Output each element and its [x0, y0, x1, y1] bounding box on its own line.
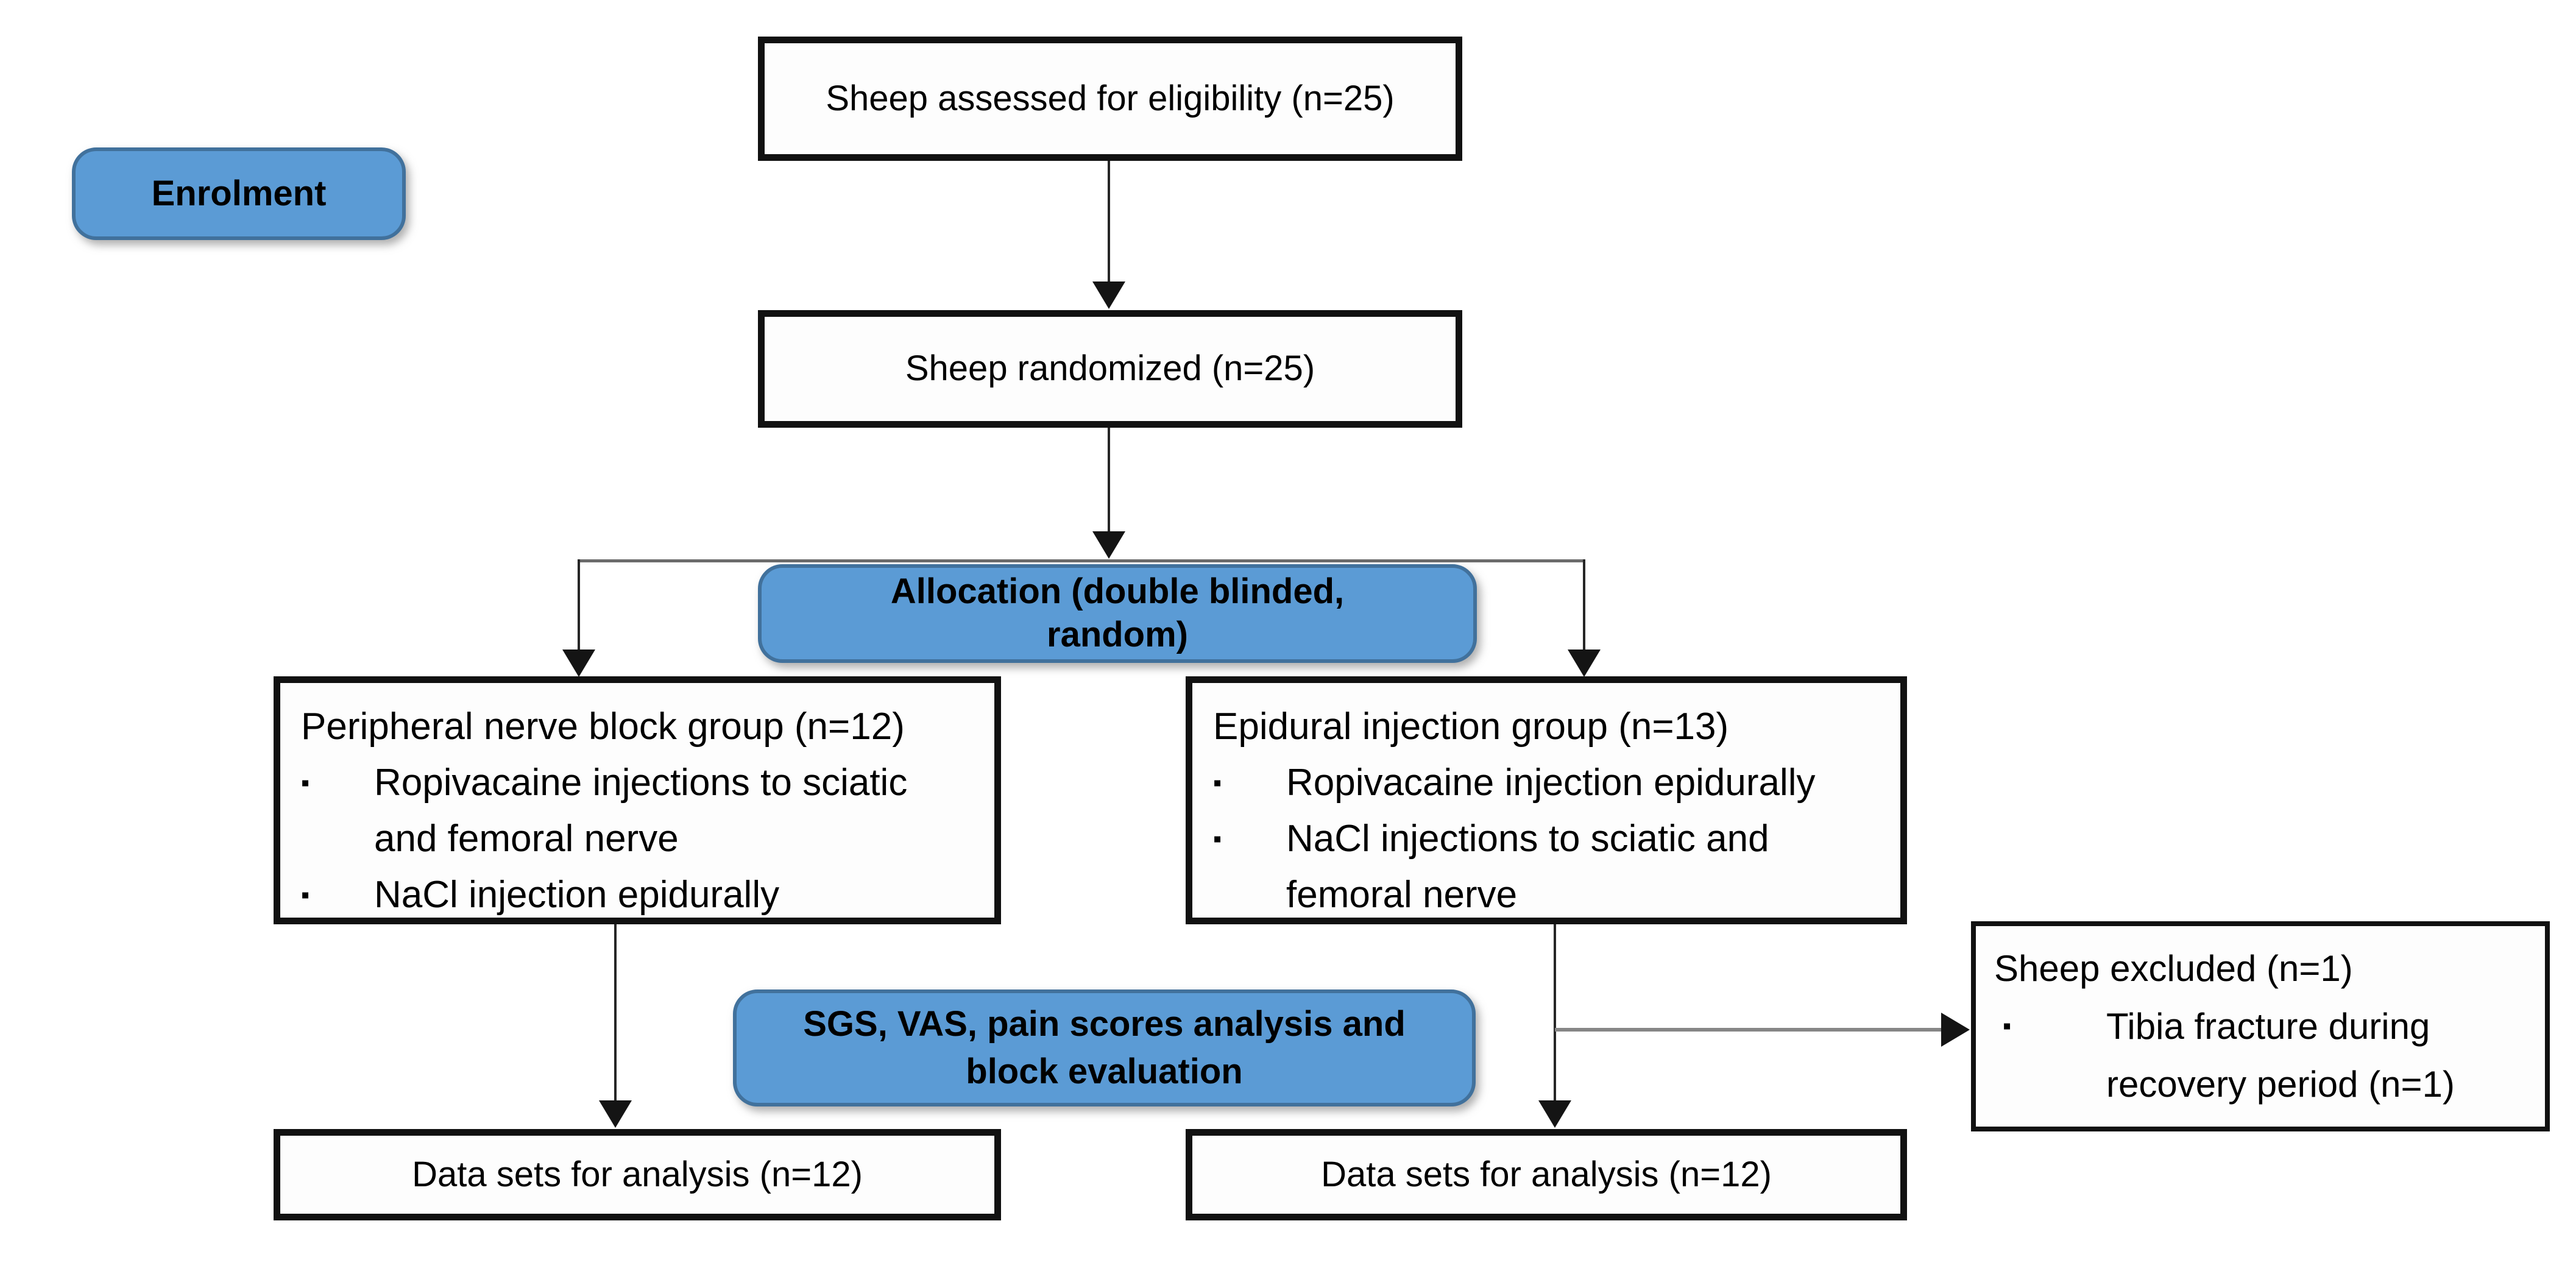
arrowhead-into-excluded: [1941, 1013, 1970, 1047]
arrow-line-assessed-to-randomized: [1108, 161, 1110, 283]
peripheral-bullet-2: ▪ NaCl injection epidurally: [301, 867, 974, 923]
epidural-bullet-1: ▪ Ropivacaine injection epidurally: [1213, 755, 1880, 811]
epidural-group-title: Epidural injection group (n=13): [1213, 706, 1729, 748]
bullet-square-icon: ▪: [1213, 770, 1222, 796]
assessed-text: Sheep assessed for eligibility (n=25): [826, 78, 1395, 118]
excluded-bullet-1-text: Tibia fracture during recovery period (n…: [2106, 1006, 2455, 1105]
branch-left-line: [578, 559, 580, 651]
randomized-text: Sheep randomized (n=25): [905, 349, 1315, 389]
exclusion-line: [1555, 1028, 1941, 1032]
arrow-line-randomized-to-branch: [1108, 428, 1110, 533]
data-right-box: Data sets for analysis (n=12): [1186, 1129, 1907, 1220]
enrolment-label: Enrolment: [151, 173, 327, 213]
enrolment-pill: Enrolment: [72, 147, 406, 240]
peripheral-bullet-1: ▪ Ropivacaine injections to sciatic and …: [301, 755, 974, 867]
excluded-box: Sheep excluded (n=1) ▪ Tibia fracture du…: [1971, 921, 2550, 1131]
bullet-square-icon: ▪: [1213, 826, 1222, 852]
bullet-square-icon: ▪: [301, 770, 310, 796]
arrowhead-into-left-group: [562, 650, 595, 677]
allocation-label-line1: Allocation (double blinded,: [890, 572, 1345, 612]
arrowhead-into-randomized: [1092, 281, 1125, 309]
arrowhead-into-right-data: [1538, 1100, 1571, 1128]
excluded-bullet-1: ▪ Tibia fracture during recovery period …: [1994, 997, 2527, 1113]
epidural-bullet-2-text: NaCl injections to sciatic and femoral n…: [1286, 818, 1769, 916]
epidural-bullet-2: ▪ NaCl injections to sciatic and femoral…: [1213, 811, 1880, 923]
branch-horizontal-line: [578, 559, 1585, 562]
randomized-box: Sheep randomized (n=25): [758, 310, 1462, 428]
arrowhead-into-left-data: [599, 1100, 632, 1128]
arrowhead-into-right-group: [1568, 650, 1601, 677]
sgs-vas-label-line2: block evaluation: [966, 1052, 1243, 1091]
allocation-pill: Allocation (double blinded, random): [758, 564, 1477, 663]
peripheral-bullet-2-text: NaCl injection epidurally: [374, 874, 780, 916]
data-right-text: Data sets for analysis (n=12): [1321, 1154, 1772, 1194]
peripheral-group-box: Peripheral nerve block group (n=12) ▪ Ro…: [274, 676, 1001, 924]
arrowhead-into-branch: [1092, 531, 1125, 559]
data-left-box: Data sets for analysis (n=12): [274, 1129, 1001, 1220]
data-left-text: Data sets for analysis (n=12): [412, 1154, 863, 1194]
allocation-label-line2: random): [1047, 615, 1188, 654]
branch-right-line: [1583, 559, 1585, 651]
peripheral-group-title: Peripheral nerve block group (n=12): [301, 706, 905, 748]
bullet-square-icon: ▪: [301, 882, 310, 908]
epidural-group-box: Epidural injection group (n=13) ▪ Ropiva…: [1186, 676, 1907, 924]
right-exit-line: [1554, 924, 1556, 1101]
epidural-bullet-1-text: Ropivacaine injection epidurally: [1286, 762, 1816, 804]
sgs-vas-pill: SGS, VAS, pain scores analysis and block…: [733, 989, 1476, 1106]
bullet-square-icon: ▪: [2003, 1013, 2012, 1039]
peripheral-bullet-1-text: Ropivacaine injections to sciatic and fe…: [374, 762, 908, 860]
sgs-vas-label-line1: SGS, VAS, pain scores analysis and: [803, 1004, 1406, 1044]
left-exit-line: [614, 924, 617, 1101]
excluded-title: Sheep excluded (n=1): [1994, 948, 2353, 989]
assessed-box: Sheep assessed for eligibility (n=25): [758, 37, 1462, 161]
